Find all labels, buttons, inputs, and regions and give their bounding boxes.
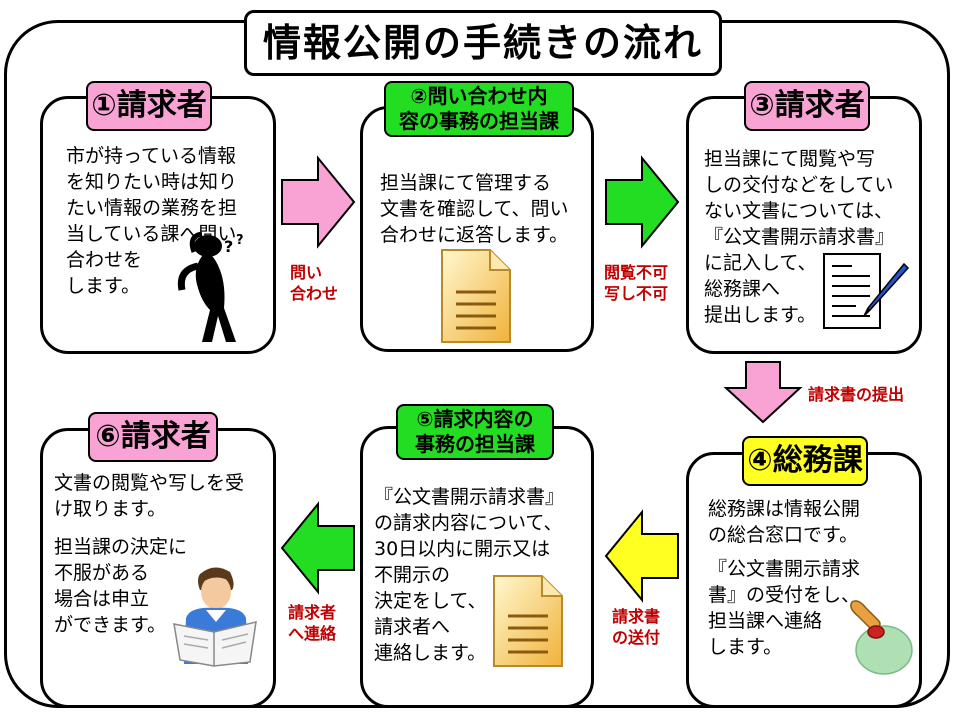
thinking-person-icon: ? ?: [177, 231, 244, 342]
step-1-box: [40, 96, 276, 354]
step-1-label: ①請求者: [86, 81, 212, 131]
arrow-3-caption: 請求書の提出: [808, 385, 905, 404]
step-5-label-line2: 事務の担当課: [415, 432, 535, 456]
step-2-label-line1: ②問い合わせ内: [410, 84, 548, 108]
step-4-text-2: 『公文書開示請求 書』の受付をし、 担当課へ連絡 します。: [708, 558, 861, 658]
step-4-text-1: 総務課は情報公開 の総合窓口です。: [708, 498, 861, 546]
form-pen-icon: [823, 253, 910, 329]
arrow-4-caption: 請求書 の送付: [612, 607, 661, 647]
step-5-label: ⑤請求内容の 事務の担当課: [396, 404, 554, 460]
arrow-4: [604, 509, 679, 603]
arrow-3: [723, 361, 803, 424]
step-4-label: ④総務課: [742, 436, 868, 486]
svg-text:?: ?: [236, 233, 244, 248]
arrow-1: [281, 155, 356, 249]
step-6-label: ⑥請求者: [88, 412, 218, 462]
page-title: 情報公開の手続きの流れ: [244, 10, 722, 76]
arrow-1-caption: 問い 合わせ: [290, 263, 339, 303]
arrow-2: [605, 155, 680, 249]
step-5-text: 『公文書開示請求書』 の請求内容について、 30日以内に開示又は 不開示の 決定…: [374, 486, 565, 664]
document-icon: [493, 575, 563, 667]
step-1-text: 市が持っている情報 を知りたい時は知り たい情報の業務を担 当している課へ問い …: [66, 145, 238, 297]
step-6-text-2: 担当課の決定に 不服がある 場合は申立 ができます。: [54, 536, 188, 636]
step-5-label-line1: ⑤請求内容の: [416, 407, 534, 431]
reading-person-icon: [173, 567, 257, 667]
arrow-2-caption: 閲覧不可 写し不可: [604, 263, 669, 303]
step-2-label-line2: 容の事務の担当課: [399, 109, 559, 133]
svg-text:?: ?: [224, 237, 233, 256]
document-icon: [441, 249, 511, 343]
step-6-text-1: 文書の閲覧や写しを受 け取ります。: [54, 472, 245, 520]
arrow-5: [280, 501, 355, 595]
step-2-label: ②問い合わせ内 容の事務の担当課: [384, 81, 574, 137]
step-3-label: ③請求者: [744, 81, 870, 131]
step-2-text: 担当課にて管理する 文書を確認して、問い 合わせに返答します。: [380, 172, 569, 246]
step-3-box: [686, 96, 922, 354]
arrow-5-caption: 請求者 へ連絡: [288, 603, 337, 643]
step-3-text: 担当課にて閲覧や写 しの交付などをしてい ない文書については、 『公文書開示請求…: [704, 148, 895, 326]
stamp-icon: [850, 600, 913, 675]
